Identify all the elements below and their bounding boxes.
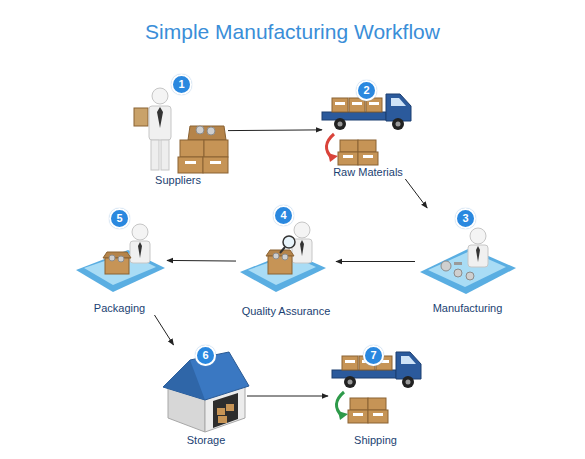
packaging-illustration: [103, 252, 131, 258]
green-curved-arrow: [336, 392, 348, 420]
supplier-illustration: [185, 161, 196, 164]
step-label: Raw Materials: [333, 166, 403, 179]
manufacturing-illustration: [468, 245, 488, 267]
packaging-illustration: [76, 250, 165, 292]
step-label: Manufacturing: [433, 302, 503, 315]
quality-illustration: [273, 253, 279, 259]
packaging-illustration: [132, 224, 148, 240]
manufacturing-illustration: [441, 261, 451, 271]
supplier-illustration: [178, 157, 203, 173]
flow-arrow: [228, 129, 322, 131]
flow-arrow: [405, 179, 427, 208]
manufacturing-illustration: [454, 262, 462, 265]
supplier-illustration: [161, 140, 169, 170]
callout-number: 3: [455, 208, 476, 229]
storage-building: [213, 393, 238, 428]
supplier-illustration: [203, 157, 228, 173]
callout-number: 4: [273, 205, 294, 226]
quality-illustration: [268, 256, 292, 274]
green-curved-arrow: [338, 411, 348, 420]
red-curved-arrow: [328, 153, 338, 162]
supplier-illustration: [204, 140, 228, 157]
truck-icon: [322, 94, 411, 165]
quality-illustration: [300, 240, 304, 256]
manufacturing-illustration: [470, 228, 486, 244]
callout-number: 5: [109, 208, 130, 229]
manufacturing-illustration: [466, 272, 474, 280]
manufacturing-illustration: [454, 269, 462, 277]
callout-number: 7: [363, 345, 384, 366]
packaging-illustration: [105, 258, 129, 274]
storage-building: [163, 360, 205, 400]
step-label: Suppliers: [155, 174, 201, 187]
packaging-illustration: [118, 256, 124, 262]
step-label: Storage: [187, 434, 226, 447]
step-label: Shipping: [354, 434, 397, 447]
quality-illustration: [283, 236, 295, 248]
manufacturing-illustration: [420, 228, 516, 294]
packaging-illustration: [76, 224, 165, 292]
supplier-illustration: [152, 88, 168, 104]
flow-arrow: [336, 261, 415, 262]
supplier-illustration: [151, 140, 159, 170]
flow-arrow: [154, 315, 173, 345]
step-label: Quality Assurance: [242, 305, 331, 318]
quality-illustration: [240, 252, 326, 292]
packaging-illustration: [109, 255, 115, 261]
callout-number: 2: [356, 80, 377, 101]
manufacturing-illustration: [428, 251, 506, 287]
step-label: Packaging: [94, 302, 145, 315]
storage-building: [226, 404, 234, 411]
flow-arrow: [167, 260, 236, 262]
quality-illustration: [294, 222, 310, 238]
supplier-illustration: [196, 126, 204, 134]
quality-illustration: [240, 222, 326, 292]
manufacturing-illustration: [476, 246, 480, 262]
quality-illustration: [282, 254, 288, 260]
supplier-illustration: [180, 140, 204, 157]
supplier-illustration: [134, 108, 148, 126]
diagram-title: Simple Manufacturing Workflow: [0, 20, 585, 44]
supplier-illustration: [210, 161, 221, 164]
supplier-illustration: [157, 107, 163, 128]
supplier-illustration: [207, 127, 215, 135]
callout-number: 1: [171, 74, 192, 95]
packaging-illustration: [138, 242, 142, 258]
storage-building: [217, 408, 225, 415]
supplier-illustration: [188, 126, 226, 140]
supplier-illustration: [149, 106, 171, 140]
quality-illustration: [280, 247, 285, 253]
packaging-illustration: [130, 241, 150, 263]
storage-building: [218, 416, 227, 423]
red-curved-arrow: [326, 134, 338, 162]
supplier-illustration: [134, 88, 228, 173]
flow-arrow: [247, 396, 328, 397]
callout-number: 6: [195, 345, 216, 366]
